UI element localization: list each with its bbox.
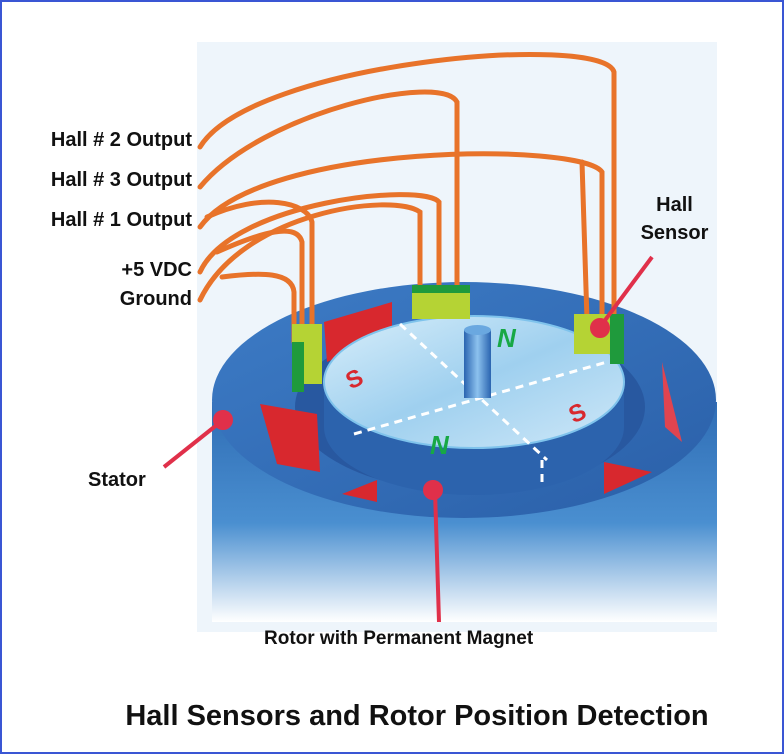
hall-sensor [292,324,322,392]
label-hall2-output: Hall # 2 Output [50,129,192,151]
shaft [464,330,491,398]
label-hall3-output: Hall # 3 Output [50,169,192,191]
pole-label-n: N [430,430,450,460]
label-ground: Ground [119,288,192,310]
label-5vdc: +5 VDC [121,259,192,281]
pole-label-n: N [497,323,517,353]
shaft-top [464,325,491,335]
stator-magnet [260,404,320,472]
hall-sensor [412,285,470,319]
label-hall1-output: Hall # 1 Output [50,209,192,231]
label-stator: Stator [88,469,146,491]
label-hall-sensor: Hall Sensor [627,194,722,245]
label-hall-sensor-line2: Sensor [640,222,709,244]
stator-magnet [342,480,377,502]
callout-pointers [162,255,654,623]
stator-magnet [604,462,652,494]
label-hall-sensor-line1: Hall [656,194,693,216]
diagram-title: Hall Sensors and Rotor Position Detectio… [125,700,709,732]
stator-magnet [662,362,682,442]
wires [197,52,617,345]
stator-magnet [324,302,392,362]
label-rotor: Rotor with Permanent Magnet [264,628,534,649]
